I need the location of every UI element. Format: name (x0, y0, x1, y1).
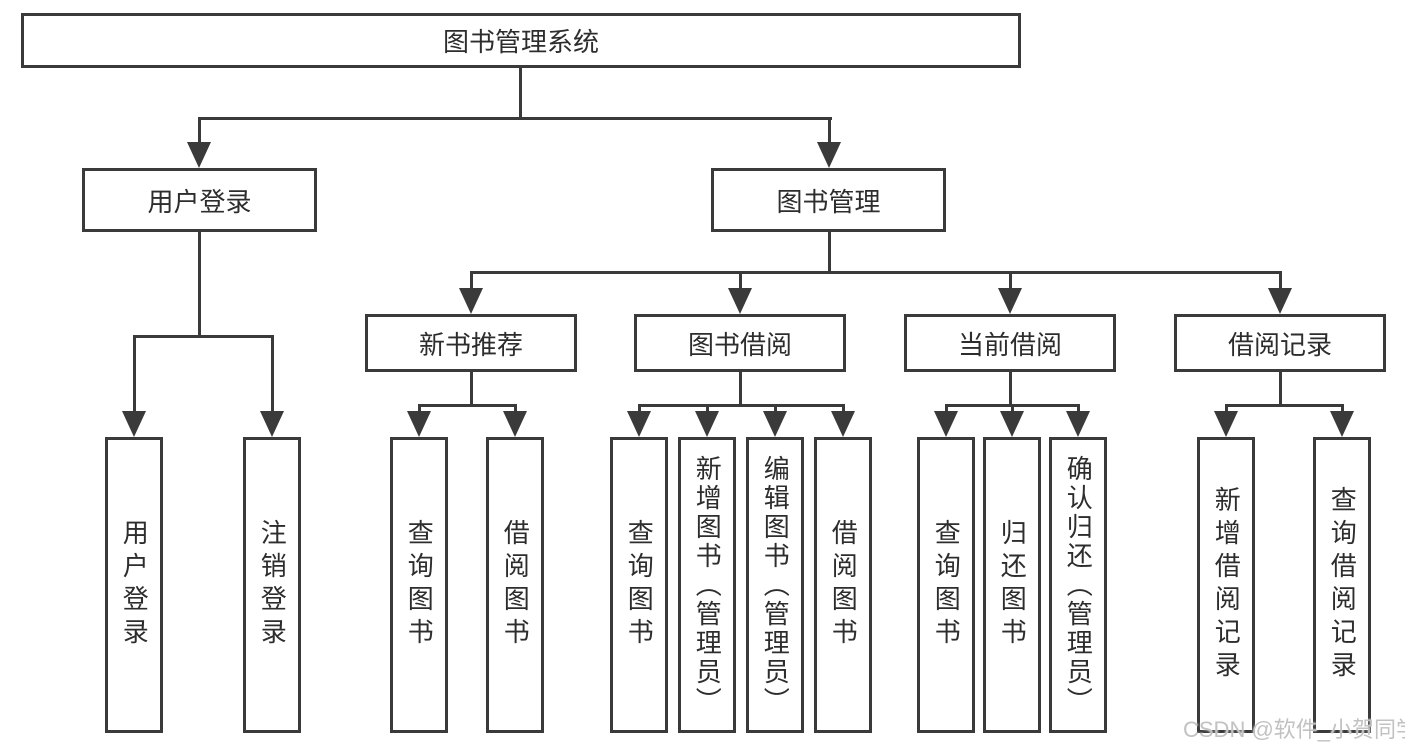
connector-vline (418, 404, 421, 414)
leaf-add-book-admin: 新增图书（管理员） (678, 437, 736, 733)
connector-vline (1009, 372, 1012, 407)
arrowhead-down-icon (1268, 288, 1292, 314)
arrowhead-down-icon (1000, 411, 1024, 437)
node-new-book-recommend: 新书推荐 (365, 314, 577, 372)
arrowhead-down-icon (763, 411, 787, 437)
leaf-query-borrow-record: 查询借阅记录 (1313, 437, 1371, 733)
leaf-borrow-books: 借阅图书 (814, 437, 872, 733)
leaf-add-borrow-record: 新增借阅记录 (1197, 437, 1255, 733)
connector-vline (828, 232, 831, 274)
arrowhead-down-icon (695, 411, 719, 437)
arrowhead-down-icon (459, 288, 483, 314)
connector-vline (198, 232, 201, 338)
leaf-return-book: 归还图书 (983, 437, 1041, 733)
connector-vline (470, 372, 473, 407)
connector-hline (470, 271, 1282, 274)
arrowhead-down-icon (187, 142, 211, 168)
arrowhead-down-icon (1066, 411, 1090, 437)
connector-hline (133, 335, 274, 338)
connector-vline (1279, 271, 1282, 291)
connector-vline (133, 335, 136, 414)
connector-vline (1279, 372, 1282, 407)
connector-vline (828, 117, 831, 145)
connector-vline (842, 404, 845, 414)
leaf-borrow-books-recommend: 借阅图书 (486, 437, 544, 733)
arrowhead-down-icon (503, 411, 527, 437)
arrowhead-down-icon (260, 411, 284, 437)
arrowhead-down-icon (934, 411, 958, 437)
arrowhead-down-icon (998, 288, 1022, 314)
leaf-query-books-borrow: 查询图书 (610, 437, 668, 733)
connector-vline (470, 271, 473, 291)
connector-vline (1341, 404, 1344, 414)
arrowhead-down-icon (1330, 411, 1354, 437)
connector-vline (774, 404, 777, 414)
connector-vline (198, 117, 201, 145)
arrowhead-down-icon (1214, 411, 1238, 437)
connector-hline (198, 117, 832, 120)
connector-vline (1225, 404, 1228, 414)
node-book-borrow: 图书借阅 (634, 314, 846, 372)
connector-vline (945, 404, 948, 414)
connector-vline (739, 372, 742, 407)
arrowhead-down-icon (407, 411, 431, 437)
arrowhead-down-icon (831, 411, 855, 437)
connector-hline (1225, 404, 1344, 407)
connector-hline (638, 404, 845, 407)
arrowhead-down-icon (627, 411, 651, 437)
connector-vline (271, 335, 274, 414)
connector-vline (514, 404, 517, 414)
arrowhead-down-icon (728, 288, 752, 314)
node-current-borrow: 当前借阅 (904, 314, 1116, 372)
node-library-system: 图书管理系统 (21, 13, 1021, 68)
arrowhead-down-icon (122, 411, 146, 437)
connector-vline (638, 404, 641, 414)
node-user-login: 用户登录 (82, 168, 317, 232)
connector-hline (418, 404, 517, 407)
leaf-query-books-current: 查询图书 (917, 437, 975, 733)
leaf-logout: 注销登录 (243, 437, 301, 733)
connector-vline (1009, 271, 1012, 291)
arrowhead-down-icon (817, 142, 841, 168)
connector-vline (706, 404, 709, 414)
leaf-user-login: 用户登录 (105, 437, 163, 733)
leaf-edit-book-admin: 编辑图书（管理员） (746, 437, 804, 733)
node-borrow-records: 借阅记录 (1174, 314, 1386, 372)
node-book-management: 图书管理 (711, 168, 946, 232)
connector-vline (1011, 404, 1014, 414)
leaf-confirm-return-admin: 确认归还（管理员） (1049, 437, 1107, 733)
connector-vline (519, 68, 522, 120)
connector-vline (739, 271, 742, 291)
connector-vline (1077, 404, 1080, 414)
watermark: CSDN @软件_小贺同学 (1183, 717, 1405, 742)
leaf-query-books-recommend: 查询图书 (390, 437, 448, 733)
